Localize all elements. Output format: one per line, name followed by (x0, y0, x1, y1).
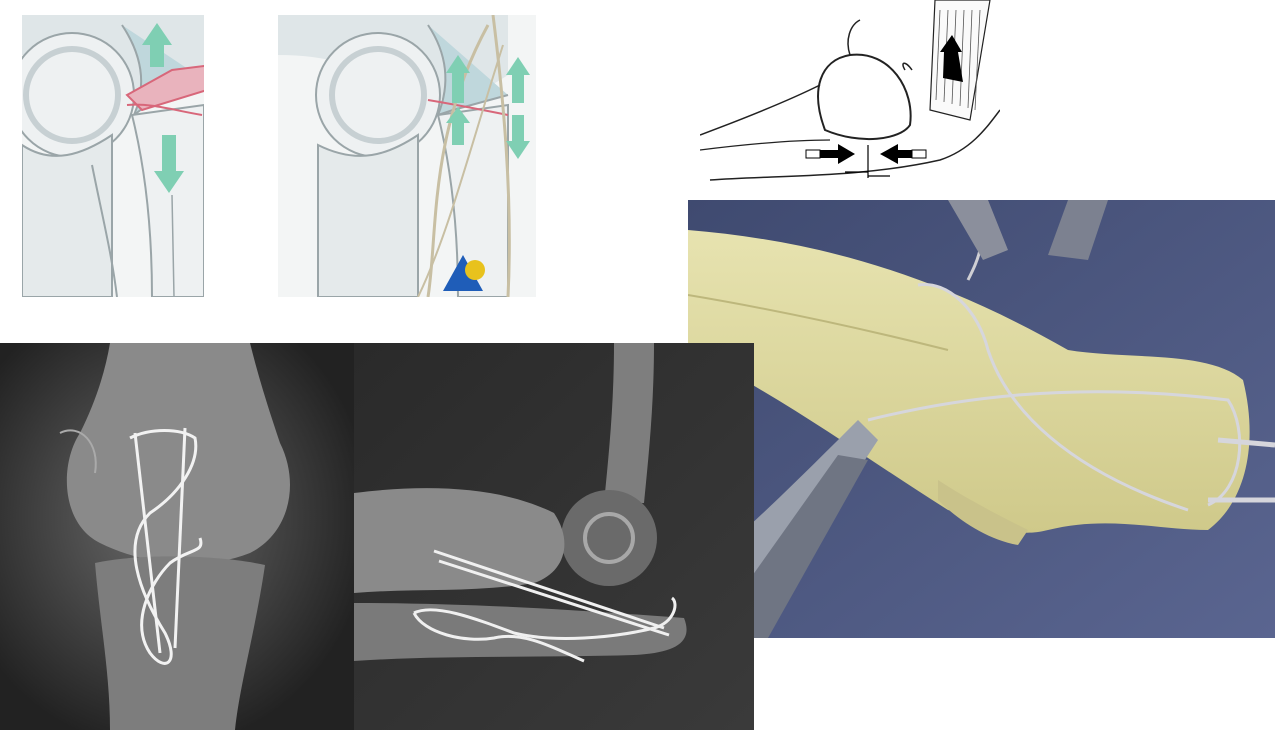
xray-ap-view (0, 343, 354, 730)
xray-lateral-view (354, 343, 754, 730)
drawing-fracture-forces-before (22, 15, 204, 297)
arrow-up-icon (446, 55, 530, 145)
arrow-left-icon (880, 144, 914, 164)
drawing-tension-band-after (278, 15, 536, 297)
arrow-down-icon (154, 135, 184, 193)
arrow-up-icon (142, 23, 172, 67)
arrow-right-icon (820, 144, 855, 164)
arrow-up-icon (940, 35, 963, 82)
drawing-lateral-elbow-arrows (700, 0, 1000, 190)
logo-triangle-circle-icon (443, 255, 485, 291)
arrow-down-icon (506, 115, 530, 159)
photo-bone-model-wiring (688, 200, 1275, 638)
